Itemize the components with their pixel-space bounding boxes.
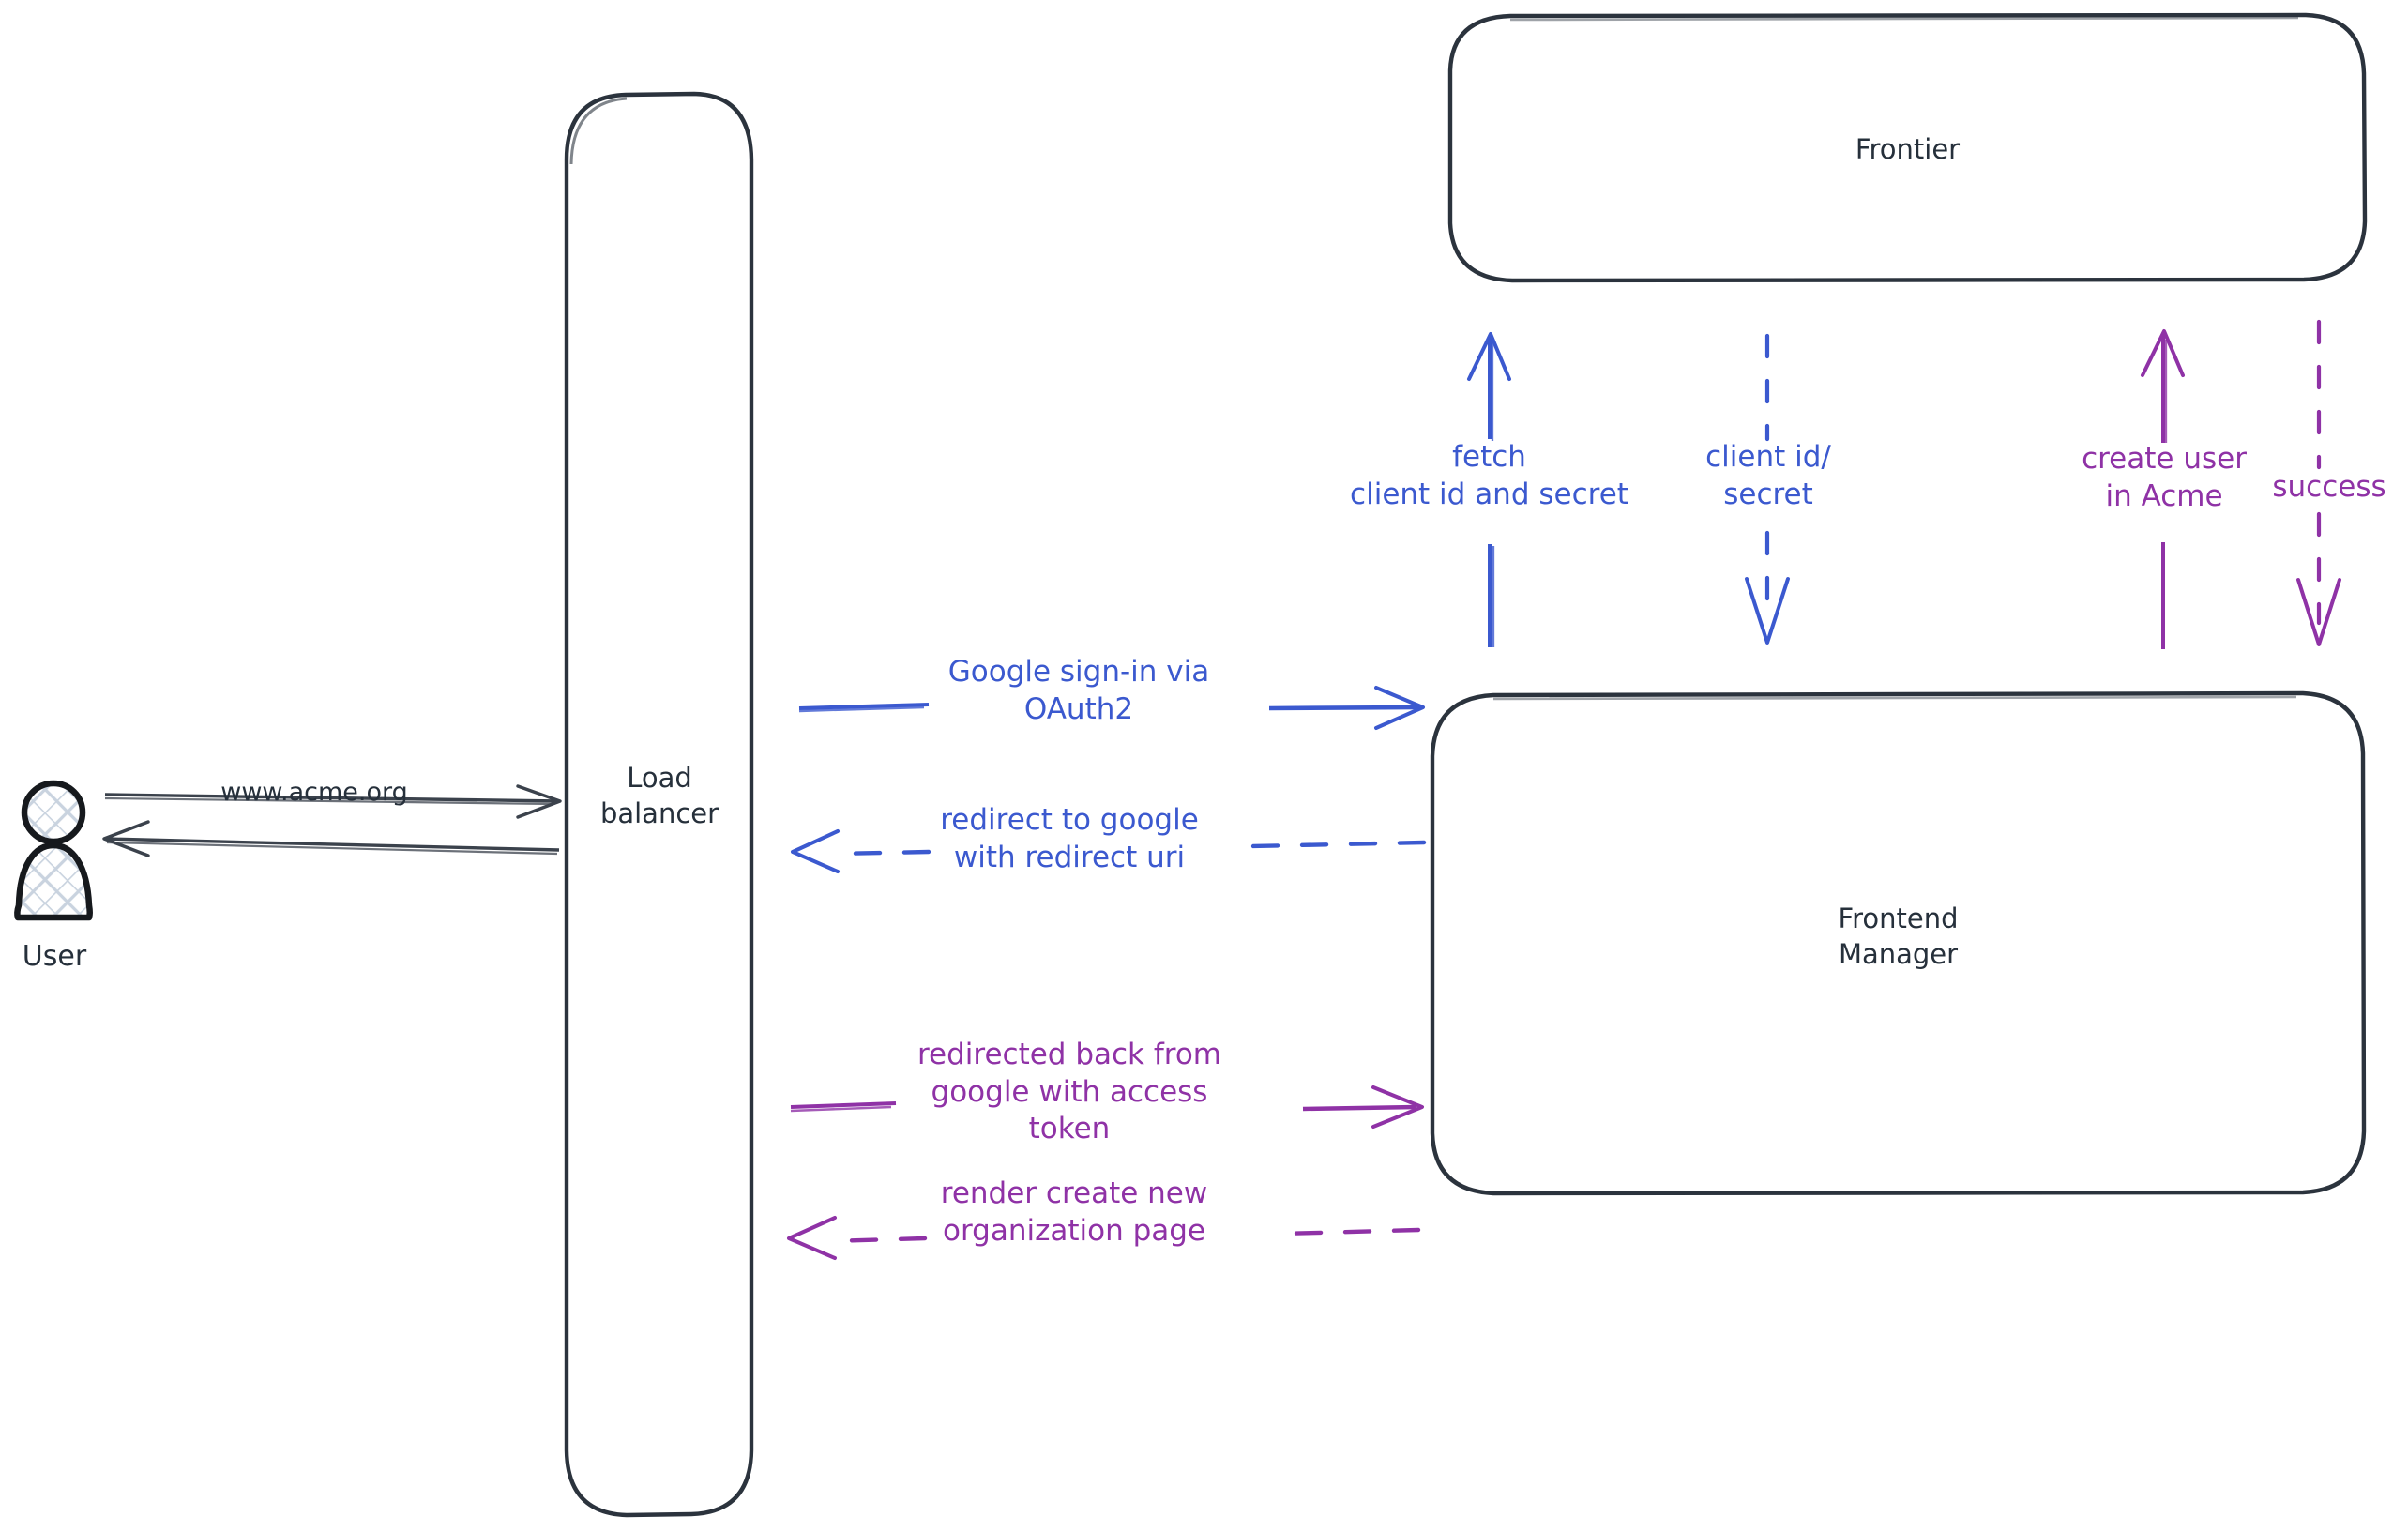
node-user-icon[interactable] xyxy=(14,780,93,921)
edge-fm-to-frontier-fetch xyxy=(1467,332,1511,647)
edge-lb-to-fm-signin xyxy=(798,686,1425,730)
edge-user-to-lb xyxy=(104,784,562,819)
node-load-balancer-shape[interactable] xyxy=(564,91,754,1518)
edge-fm-to-lb-render xyxy=(787,1216,1421,1260)
node-frontend-manager-shape[interactable] xyxy=(1430,690,2367,1196)
node-frontier-shape[interactable] xyxy=(1447,12,2368,283)
edge-frontier-to-fm-success xyxy=(2296,319,2341,646)
edge-fm-to-lb-redirect xyxy=(791,829,1427,873)
edge-frontier-to-fm-creds xyxy=(1745,333,1790,645)
edge-lb-to-fm-token xyxy=(790,1085,1424,1129)
edge-lb-to-user xyxy=(102,820,560,857)
edge-fm-to-frontier-create xyxy=(2141,329,2185,649)
